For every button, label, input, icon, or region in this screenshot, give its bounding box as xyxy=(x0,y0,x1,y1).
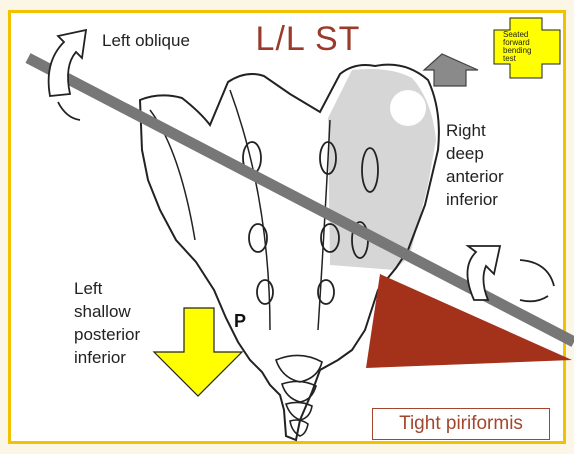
badge-line-1: Seated xyxy=(503,30,529,39)
seated-test-text: Seated forward bending test xyxy=(503,31,563,63)
title-box: L/L ST xyxy=(238,16,378,62)
coccyx xyxy=(275,354,323,437)
left-rotation-arrow-icon xyxy=(47,28,88,121)
badge-line-4: test xyxy=(503,54,516,63)
badge-line-2: forward xyxy=(503,38,530,47)
left-oblique-label: Left oblique xyxy=(102,31,190,50)
left-label-2: shallow xyxy=(74,302,131,321)
sacrum-ridge-right xyxy=(317,119,331,331)
right-label-3: anterior xyxy=(446,167,504,186)
tight-piriformis-callout: Tight piriformis xyxy=(372,408,550,440)
badge-line-3: bending xyxy=(503,46,532,55)
landmark-circle xyxy=(390,90,426,126)
sacrum-outline xyxy=(138,63,440,442)
right-label-1: Right xyxy=(446,121,486,140)
callout-text: Tight piriformis xyxy=(399,413,523,434)
p-marker: P xyxy=(234,311,247,331)
seated-test-badge-icon xyxy=(493,17,561,79)
piriformis-triangle xyxy=(366,274,572,368)
sacrum-ridge-left xyxy=(229,89,271,331)
right-label-4: inferior xyxy=(446,190,498,209)
left-label-3: posterior xyxy=(74,325,141,344)
up-arrow-icon xyxy=(422,53,479,87)
page-title: L/L ST xyxy=(255,19,361,58)
diagram-panel xyxy=(8,10,566,444)
right-rotation-arrow-icon xyxy=(465,245,555,303)
left-label-4: inferior xyxy=(74,348,126,367)
left-label-1: Left xyxy=(74,279,103,298)
down-arrow-icon xyxy=(152,307,244,397)
right-label-2: deep xyxy=(446,144,484,163)
